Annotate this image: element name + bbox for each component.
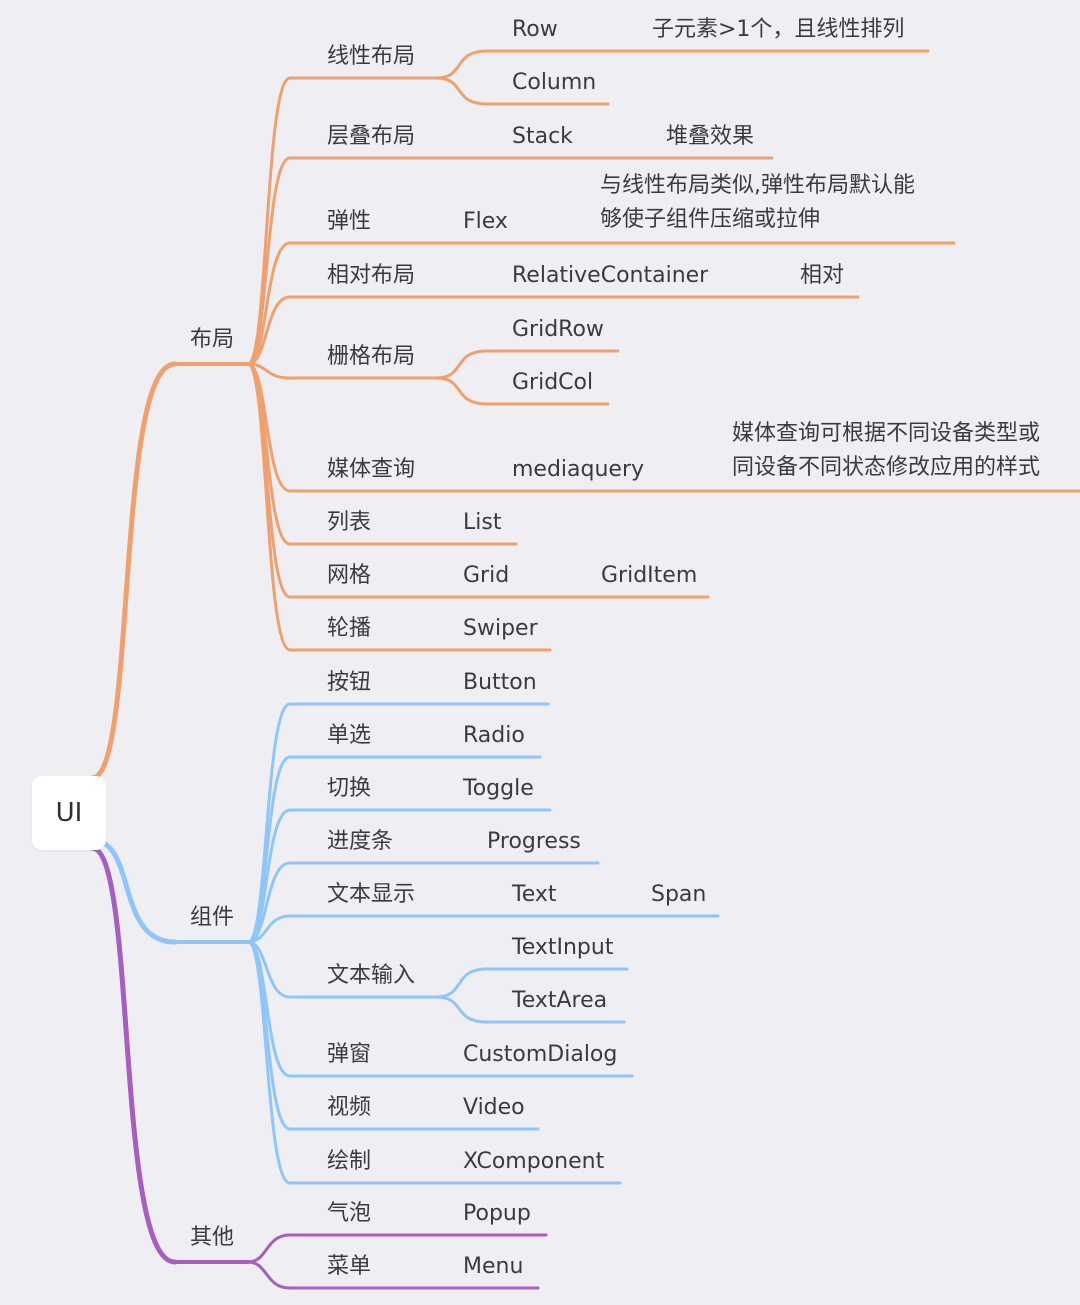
detail-node-3-2-1[interactable]: Menu (463, 1254, 524, 1279)
detail-node-1-2-1[interactable]: Stack (512, 124, 573, 149)
connector-b1-c5-g1 (434, 349, 489, 380)
topic-node-2-3[interactable]: 切换 (327, 776, 372, 801)
topic-node-2-5[interactable]: 文本显示 (327, 882, 416, 907)
connector-b2-c2 (246, 755, 292, 944)
topic-node-3-1[interactable]: 气泡 (327, 1201, 372, 1226)
topic-node-1-1[interactable]: 线性布局 (327, 44, 416, 69)
topic-node-1-5[interactable]: 栅格布局 (327, 344, 416, 369)
note-node-1-6-1-line-2: 同设备不同状态修改应用的样式 (732, 455, 1041, 480)
topic-node-1-7[interactable]: 列表 (327, 510, 372, 535)
connector-b1-c4 (246, 295, 292, 366)
note-node-1-3-1-line-2: 够使子组件压缩或拉伸 (600, 207, 821, 232)
connector-root-branch-3 (89, 845, 178, 1265)
connector-b2-c6-g2 (434, 995, 489, 1024)
branch-node-3[interactable]: 其他 (190, 1225, 235, 1250)
detail-node-2-3-1[interactable]: Toggle (463, 776, 534, 801)
connector-b2-c4 (246, 861, 292, 944)
detail-node-1-4-1[interactable]: RelativeContainer (512, 263, 709, 288)
topic-node-1-3[interactable]: 弹性 (327, 209, 372, 234)
topic-node-2-2[interactable]: 单选 (327, 723, 372, 748)
root-node[interactable]: UI (32, 776, 106, 850)
topic-node-2-9[interactable]: 绘制 (327, 1149, 372, 1174)
detail-node-1-5-2[interactable]: GridCol (512, 370, 594, 395)
note-node-1-6-1-line-1: 媒体查询可根据不同设备类型或 (732, 421, 1041, 446)
connector-b1-c2 (246, 156, 292, 366)
connector-root-branch-1 (89, 361, 178, 781)
topic-node-3-2[interactable]: 菜单 (327, 1254, 372, 1279)
topic-node-2-4[interactable]: 进度条 (327, 829, 394, 854)
topic-node-1-9[interactable]: 轮播 (327, 616, 372, 641)
note-node-1-8-1[interactable]: GridItem (601, 563, 698, 588)
connector-b1-c5-g2 (434, 376, 489, 406)
detail-node-1-8-1[interactable]: Grid (463, 563, 510, 588)
topic-node-2-7[interactable]: 弹窗 (327, 1042, 372, 1067)
detail-node-1-5-1[interactable]: GridRow (512, 317, 604, 342)
root-node-label: UI (55, 798, 83, 828)
note-node-1-4-1[interactable]: 相对 (800, 263, 845, 288)
connector-b2-c3 (246, 808, 292, 944)
connector-b1-c3 (246, 241, 292, 366)
detail-node-2-2-1[interactable]: Radio (463, 723, 525, 748)
detail-node-1-6-1[interactable]: mediaquery (512, 457, 645, 482)
connector-b2-c9 (246, 940, 292, 1185)
detail-node-2-6-1[interactable]: TextInput (512, 935, 614, 960)
detail-node-3-1-1[interactable]: Popup (463, 1201, 531, 1226)
topic-node-2-1[interactable]: 按钮 (327, 670, 372, 695)
topic-node-1-2[interactable]: 层叠布局 (327, 124, 416, 149)
connector-b3-c1 (246, 1233, 292, 1264)
note-node-1-1-1[interactable]: 子元素>1个，且线性排列 (652, 17, 905, 42)
connector-b1-c9 (246, 362, 292, 652)
detail-node-2-5-1[interactable]: Text (512, 882, 557, 907)
connector-b2-c5 (246, 914, 292, 944)
topic-node-2-6[interactable]: 文本输入 (327, 963, 416, 988)
note-node-1-3-1[interactable]: 与线性布局类似,弹性布局默认能够使子组件压缩或拉伸 (600, 169, 915, 237)
branch-node-2[interactable]: 组件 (190, 905, 235, 930)
topic-node-2-8[interactable]: 视频 (327, 1095, 372, 1120)
detail-node-2-6-2[interactable]: TextArea (512, 988, 608, 1013)
topic-node-1-8[interactable]: 网格 (327, 563, 372, 588)
branch-node-1[interactable]: 布局 (190, 327, 235, 352)
connector-b2-c8 (246, 940, 292, 1131)
detail-node-2-9-1[interactable]: XComponent (463, 1149, 605, 1174)
detail-node-2-4-1[interactable]: Progress (487, 829, 581, 854)
detail-node-1-1-2[interactable]: Column (512, 70, 597, 95)
connector-b3-c2 (246, 1260, 292, 1290)
note-node-2-5-1[interactable]: Span (651, 882, 707, 907)
connector-b2-c6-g1 (434, 967, 489, 999)
detail-node-2-8-1[interactable]: Video (463, 1095, 525, 1120)
connector-b1-c1-g2 (434, 76, 489, 106)
topic-node-1-6[interactable]: 媒体查询 (327, 457, 416, 482)
note-node-1-3-1-line-1: 与线性布局类似,弹性布局默认能 (600, 173, 915, 198)
detail-node-2-7-1[interactable]: CustomDialog (463, 1042, 618, 1067)
detail-node-1-1-1[interactable]: Row (512, 17, 558, 42)
detail-node-2-1-1[interactable]: Button (463, 670, 537, 695)
connector-root-branch-2 (89, 837, 178, 945)
note-node-1-6-1[interactable]: 媒体查询可根据不同设备类型或同设备不同状态修改应用的样式 (732, 417, 1040, 485)
note-node-1-2-1[interactable]: 堆叠效果 (666, 124, 755, 149)
topic-node-1-4[interactable]: 相对布局 (327, 263, 416, 288)
detail-node-1-3-1[interactable]: Flex (463, 209, 508, 234)
connector-b1-c1-g1 (434, 49, 489, 80)
detail-node-1-9-1[interactable]: Swiper (463, 616, 538, 641)
detail-node-1-7-1[interactable]: List (463, 510, 502, 535)
